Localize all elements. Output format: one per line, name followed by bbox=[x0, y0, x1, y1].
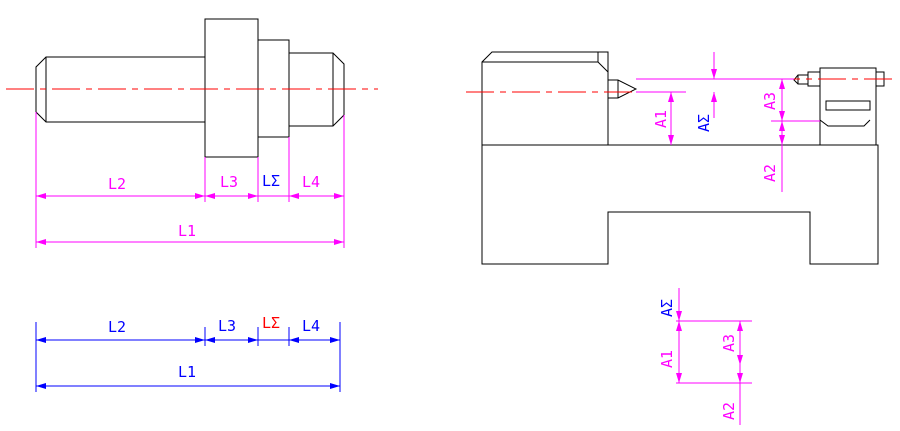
schematic-label-a1: A1 bbox=[658, 350, 676, 368]
schematic-label-l4: L4 bbox=[302, 317, 320, 335]
headstock-center bbox=[608, 79, 638, 99]
label-a2: A2 bbox=[761, 164, 779, 182]
label-a1: A1 bbox=[652, 110, 670, 128]
shaft-outline bbox=[35, 18, 345, 158]
schematic-label-asigma: AΣ bbox=[658, 299, 676, 317]
label-a3: A3 bbox=[761, 92, 779, 110]
schematic-label-lsigma: LΣ bbox=[262, 314, 280, 332]
schematic-label-l3: L3 bbox=[218, 317, 236, 335]
lathe-chain-schematic: AΣ A1 A3 A2 bbox=[658, 288, 752, 425]
tailstock bbox=[793, 67, 885, 146]
headstock bbox=[481, 51, 609, 145]
lathe-dimension-chain: A1 AΣ A3 A2 bbox=[636, 52, 820, 192]
lathe-drawing: A1 AΣ A3 A2 bbox=[466, 51, 896, 265]
schematic-label-a3: A3 bbox=[720, 334, 738, 352]
label-l4: L4 bbox=[302, 173, 320, 191]
label-lsigma: LΣ bbox=[262, 172, 280, 190]
schematic-label-l2: L2 bbox=[108, 318, 126, 336]
label-l3: L3 bbox=[220, 173, 238, 191]
shaft-chain-schematic: L2 L3 LΣ L4 L1 bbox=[35, 314, 341, 392]
stepped-shaft-drawing: L2 L3 LΣ L4 L1 bbox=[6, 18, 378, 248]
label-l2: L2 bbox=[108, 175, 126, 193]
schematic-label-a2: A2 bbox=[720, 402, 738, 420]
shaft-dimension-chain: L2 L3 LΣ L4 L1 bbox=[35, 112, 345, 248]
schematic-label-l1: L1 bbox=[178, 363, 196, 381]
label-asigma: AΣ bbox=[695, 114, 713, 132]
label-l1: L1 bbox=[178, 222, 196, 240]
lathe-bed bbox=[481, 144, 879, 265]
